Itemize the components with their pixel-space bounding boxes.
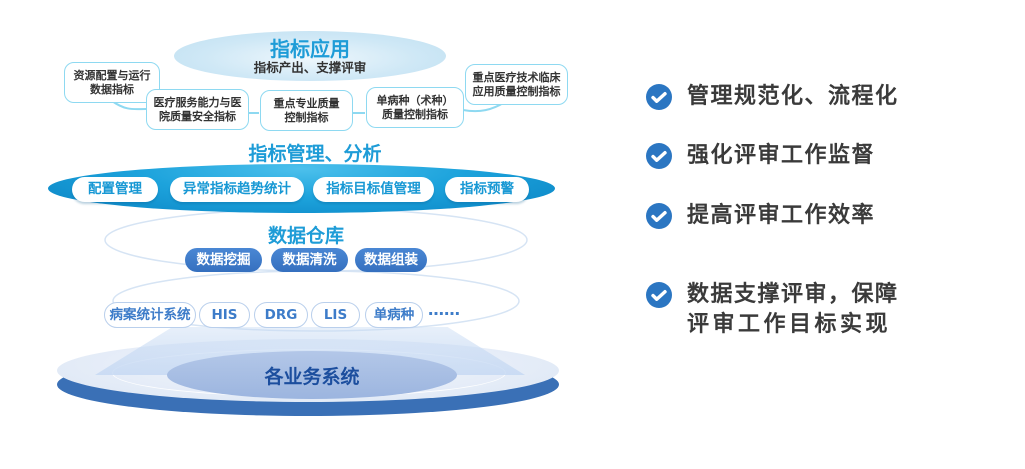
source-pill-drg: DRG xyxy=(254,302,308,328)
management-layer-title: 指标管理、分析 xyxy=(248,143,382,165)
benefit-item-2: 强化评审工作监督 xyxy=(646,141,875,171)
source-pill-lis: LIS xyxy=(311,302,360,328)
application-layer-ellipse: 指标应用 指标产出、支撑评审 xyxy=(174,31,446,81)
application-layer-subtitle: 指标产出、支撑评审 xyxy=(253,59,367,75)
benefit-text: 提高评审工作效率 xyxy=(687,201,875,231)
check-circle-icon xyxy=(646,282,672,308)
indicator-box-service: 医疗服务能力与医 院质量安全指标 xyxy=(146,89,249,130)
benefit-line-1: 提高评审工作效率 xyxy=(687,203,876,228)
warehouse-pill-mining: 数据挖掘 xyxy=(185,248,262,272)
benefit-line-2: 评审工作目标实现 xyxy=(687,312,892,337)
management-pill-alert: 指标预警 xyxy=(445,177,529,202)
indicator-box-key-technology: 重点医疗技术临床 应用质量控制指标 xyxy=(465,64,568,105)
indicator-box-line: 资源配置与运行 xyxy=(73,68,151,82)
benefit-text: 管理规范化、流程化 xyxy=(687,84,899,109)
indicator-box-line: 应用质量控制指标 xyxy=(472,84,561,98)
check-circle-icon xyxy=(646,203,672,229)
source-more-ellipsis: …… xyxy=(428,300,460,319)
indicator-box-line: 控制指标 xyxy=(284,110,329,124)
indicator-box-line: 单病种（术种） xyxy=(376,93,454,107)
management-pill-trend: 异常指标趋势统计 xyxy=(170,177,304,202)
management-pill-target: 指标目标值管理 xyxy=(313,177,434,202)
check-circle-icon xyxy=(646,143,672,169)
benefit-item-3: 提高评审工作效率 xyxy=(646,201,875,231)
application-layer-title: 指标应用 xyxy=(270,36,350,61)
indicator-box-line: 重点专业质量 xyxy=(273,96,340,110)
benefit-text: 强化评审工作监督 xyxy=(687,143,876,168)
indicator-box-line: 重点医疗技术临床 xyxy=(472,70,561,84)
source-pill-medical-records: 病案统计系统 xyxy=(104,302,196,328)
benefit-text: 数据支撑评审，保障 评审工作目标实现 xyxy=(687,280,899,340)
benefit-line-1: 数据支撑评审，保障 xyxy=(687,282,899,307)
base-systems-ellipse: 各业务系统 xyxy=(167,351,457,399)
management-pill-config: 配置管理 xyxy=(72,177,158,202)
warehouse-layer-title: 数据仓库 xyxy=(267,225,344,247)
indicator-box-line: 质量控制指标 xyxy=(382,107,448,121)
indicator-box-single-disease: 单病种（术种） 质量控制指标 xyxy=(366,87,464,128)
indicator-box-key-specialty: 重点专业质量 控制指标 xyxy=(260,90,353,131)
source-pill-single-disease: 单病种 xyxy=(365,302,423,328)
warehouse-pill-cleaning: 数据清洗 xyxy=(271,248,348,272)
benefit-item-4: 数据支撑评审，保障 评审工作目标实现 xyxy=(646,280,899,340)
warehouse-pill-assembly: 数据组装 xyxy=(355,248,427,272)
indicator-box-line: 数据指标 xyxy=(90,82,134,96)
indicator-box-line: 院质量安全指标 xyxy=(159,109,236,123)
source-pill-his: HIS xyxy=(199,302,250,328)
base-systems-title: 各业务系统 xyxy=(264,365,360,388)
check-circle-icon xyxy=(646,84,672,110)
indicator-box-line: 医疗服务能力与医 xyxy=(153,95,242,109)
indicator-box-resource: 资源配置与运行 数据指标 xyxy=(64,62,160,103)
benefit-item-1: 管理规范化、流程化 xyxy=(646,82,899,112)
